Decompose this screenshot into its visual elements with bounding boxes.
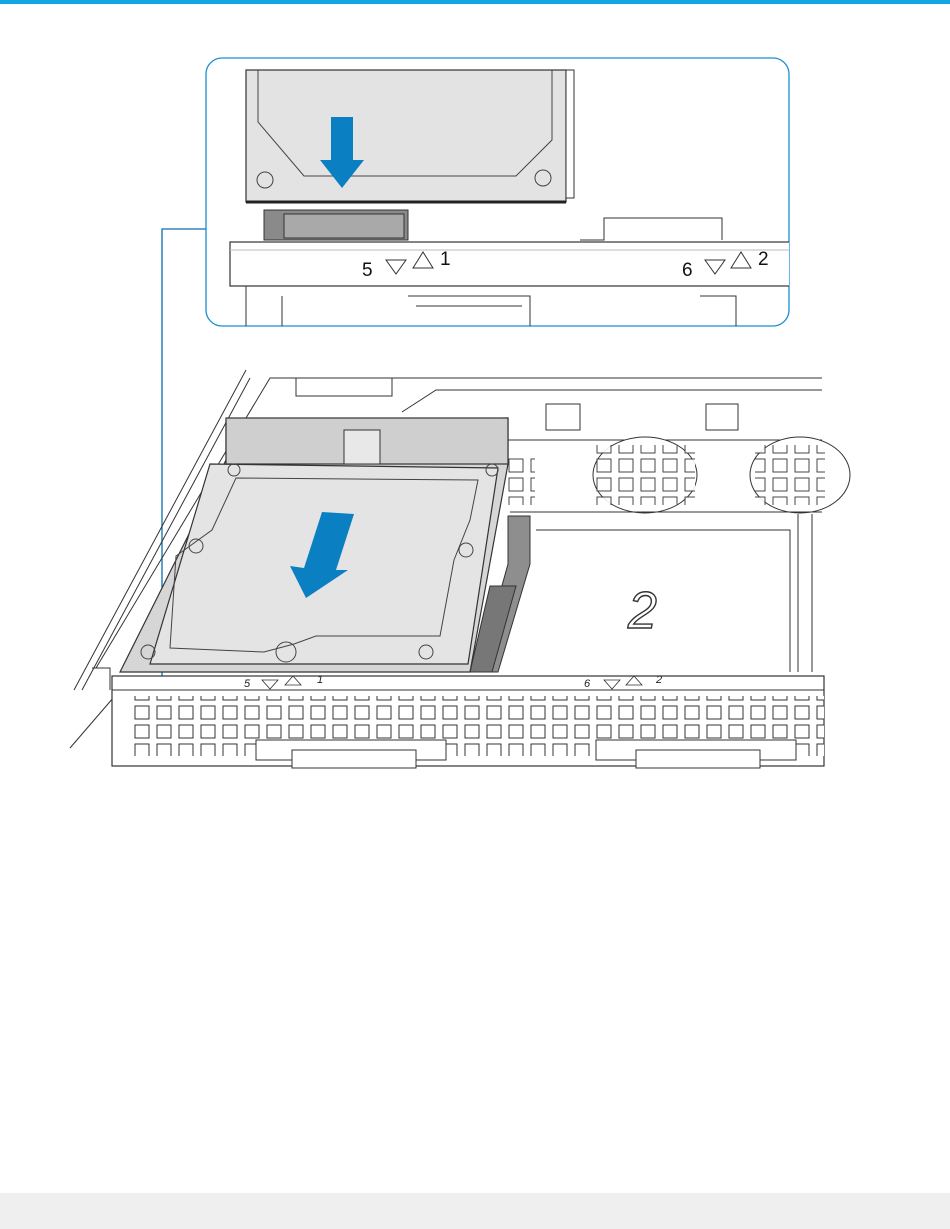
main-slot2-left-number: 6 [584,678,591,690]
callout-drive [246,70,566,202]
main-slot1-left-number: 5 [244,678,251,690]
callout-detail: 5 1 6 2 [206,58,790,326]
bay-number-label: 2 [627,582,657,640]
callout-slot1-right-number: 1 [440,249,451,270]
footer-band [0,1193,950,1229]
callout-slot2-left-number: 6 [682,260,693,281]
main-slot1-right-number: 1 [317,674,323,686]
callout-slot1-left-number: 5 [362,260,373,281]
main-view: 2 5 1 6 2 [70,370,850,768]
callout-slot2-right-number: 2 [758,249,769,270]
main-slot2-right-number: 2 [655,674,662,686]
callout-backplane [230,242,790,286]
